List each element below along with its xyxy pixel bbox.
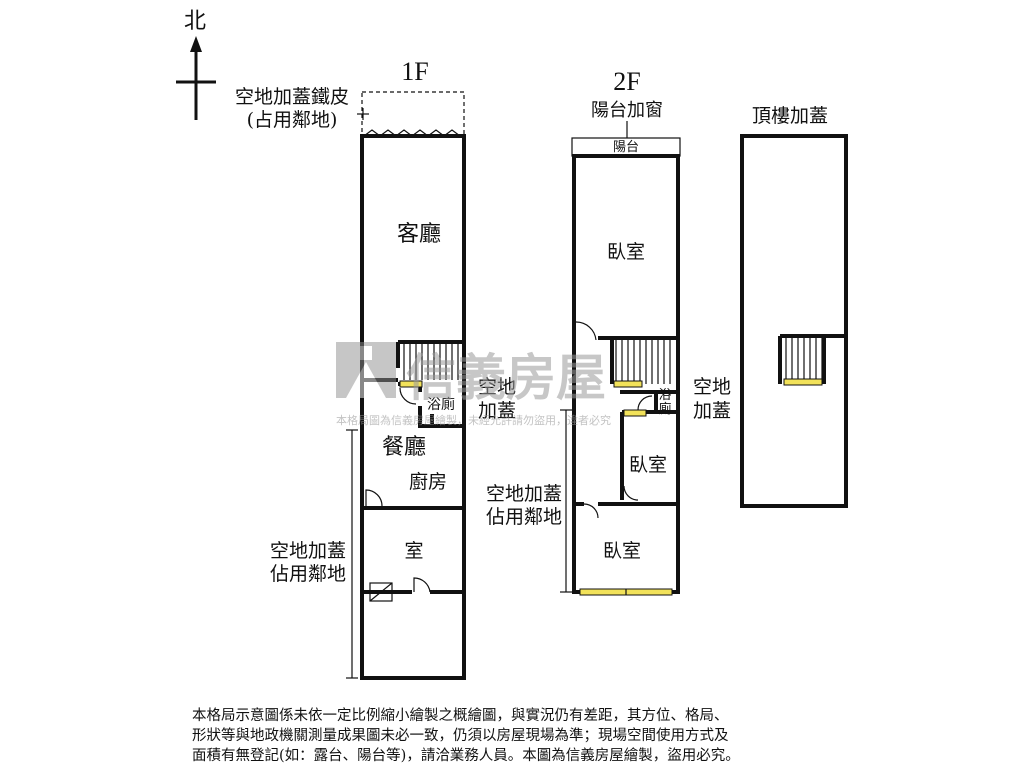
- second-floor-addition-line2: 加蓋: [693, 400, 731, 422]
- rooftop-stairs: [778, 334, 846, 384]
- first-floor-addition-line1: 空地: [478, 376, 516, 398]
- north-label: 北: [184, 9, 206, 34]
- second-floor-bedroom-top-label: 臥室: [607, 241, 645, 263]
- second-floor-bottom-door-swing: [583, 503, 599, 519]
- disclaimer-line2: 形狀等與地政機關測量成果圖未必一致，仍須以房屋現場為準；現場空間使用方式及: [192, 728, 729, 744]
- second-floor-bath-wall: [620, 390, 678, 500]
- second-floor-outer-wall: [572, 154, 680, 594]
- second-floor-addition-line1: 空地: [693, 376, 731, 398]
- iron-roof-extension: [361, 91, 465, 137]
- second-floor-bedroom-bottom-label: 臥室: [603, 540, 641, 562]
- rooftop-stair-window: [783, 378, 823, 386]
- first-floor-bath-door-window: [399, 380, 423, 388]
- second-floor-stairs: [610, 340, 671, 384]
- second-floor-top-bedroom-door-swing: [575, 321, 597, 341]
- rooftop-outer-wall: [740, 134, 848, 508]
- balcony-window-label: 陽台加窗: [591, 100, 663, 121]
- room-label: 室: [404, 540, 423, 562]
- rooftop-label: 頂樓加蓋: [752, 105, 828, 127]
- first-floor-outer-wall: [360, 134, 466, 680]
- first-floor-kitchen-door-swing: [365, 489, 383, 507]
- watermark-brand-text: 信義房屋: [406, 349, 606, 407]
- second-floor-label: 2F: [613, 67, 640, 96]
- balcony-label: 陽台: [613, 140, 639, 155]
- water-heater-icon-diagonal: [369, 582, 393, 602]
- disclaimer: 本格局示意圖係未依一定比例縮小繪製之概繪圖，與實況仍有差距，其方位、格局、 形狀…: [192, 706, 842, 766]
- kitchen-label: 廚房: [409, 470, 447, 493]
- watermark: 信義房屋 本格局圖為信義房屋繪製，未經允許請勿盜用，違者必究: [336, 342, 611, 427]
- second-floor-bath-line1: 浴: [658, 388, 671, 403]
- living-room-label: 客廳: [397, 222, 441, 247]
- second-floor-occupied-line1: 空地加蓋: [486, 483, 562, 505]
- first-floor-occupied-line2: 佔用鄰地: [270, 563, 346, 585]
- rooftop-plan: 頂樓加蓋: [740, 105, 848, 508]
- north-arrow-icon: [190, 36, 202, 52]
- second-floor-occupied-line2: 佔用鄰地: [486, 506, 562, 528]
- disclaimer-line1: 本格局示意圖係未依一定比例縮小繪製之概繪圖，與實況仍有差距，其方位、格局、: [192, 708, 729, 724]
- first-floor-label: 1F: [401, 57, 428, 86]
- watermark-notice-text: 本格局圖為信義房屋繪製，未經允許請勿盜用，違者必究: [336, 413, 611, 427]
- first-floor-stairs: [396, 340, 464, 380]
- first-floor-bath-label: 浴廁: [427, 396, 455, 413]
- second-floor-bath-window: [623, 409, 647, 417]
- second-floor-stair-window: [613, 380, 643, 388]
- first-floor-bath-door-swing: [399, 387, 417, 405]
- first-floor-plan: 1F 空地加蓋鐵皮 (占用鄰地) 浴廁 客廳 餐廳 廚房 室: [235, 57, 516, 680]
- second-floor-bedroom-mid-label: 臥室: [629, 454, 667, 476]
- compass: 北: [176, 9, 216, 120]
- first-floor-occupied-line1: 空地加蓋: [270, 540, 346, 562]
- second-floor-bath-door-swing: [637, 395, 653, 411]
- dining-room-label: 餐廳: [382, 435, 426, 460]
- second-floor-bath-line2: 廁: [658, 401, 671, 417]
- watermark-logo-icon: [336, 342, 396, 398]
- iron-roof-note-line1: 空地加蓋鐵皮: [235, 86, 349, 108]
- iron-roof-note-line2: (占用鄰地): [247, 109, 338, 131]
- second-floor-mid-bedroom-door-swing: [623, 485, 639, 501]
- first-floor-rear-door-swing: [413, 577, 431, 593]
- water-heater-icon: [369, 582, 393, 602]
- disclaimer-line3: 面積有無登記(如：露台、陽台等)，請洽業務人員。本圖為信義房屋繪製，盜用必究。: [192, 748, 740, 764]
- second-floor-plan: 2F 陽台加窗 陽台 浴 廁 臥室 臥室 臥室: [486, 67, 731, 596]
- first-floor-addition-line2: 加蓋: [478, 400, 516, 422]
